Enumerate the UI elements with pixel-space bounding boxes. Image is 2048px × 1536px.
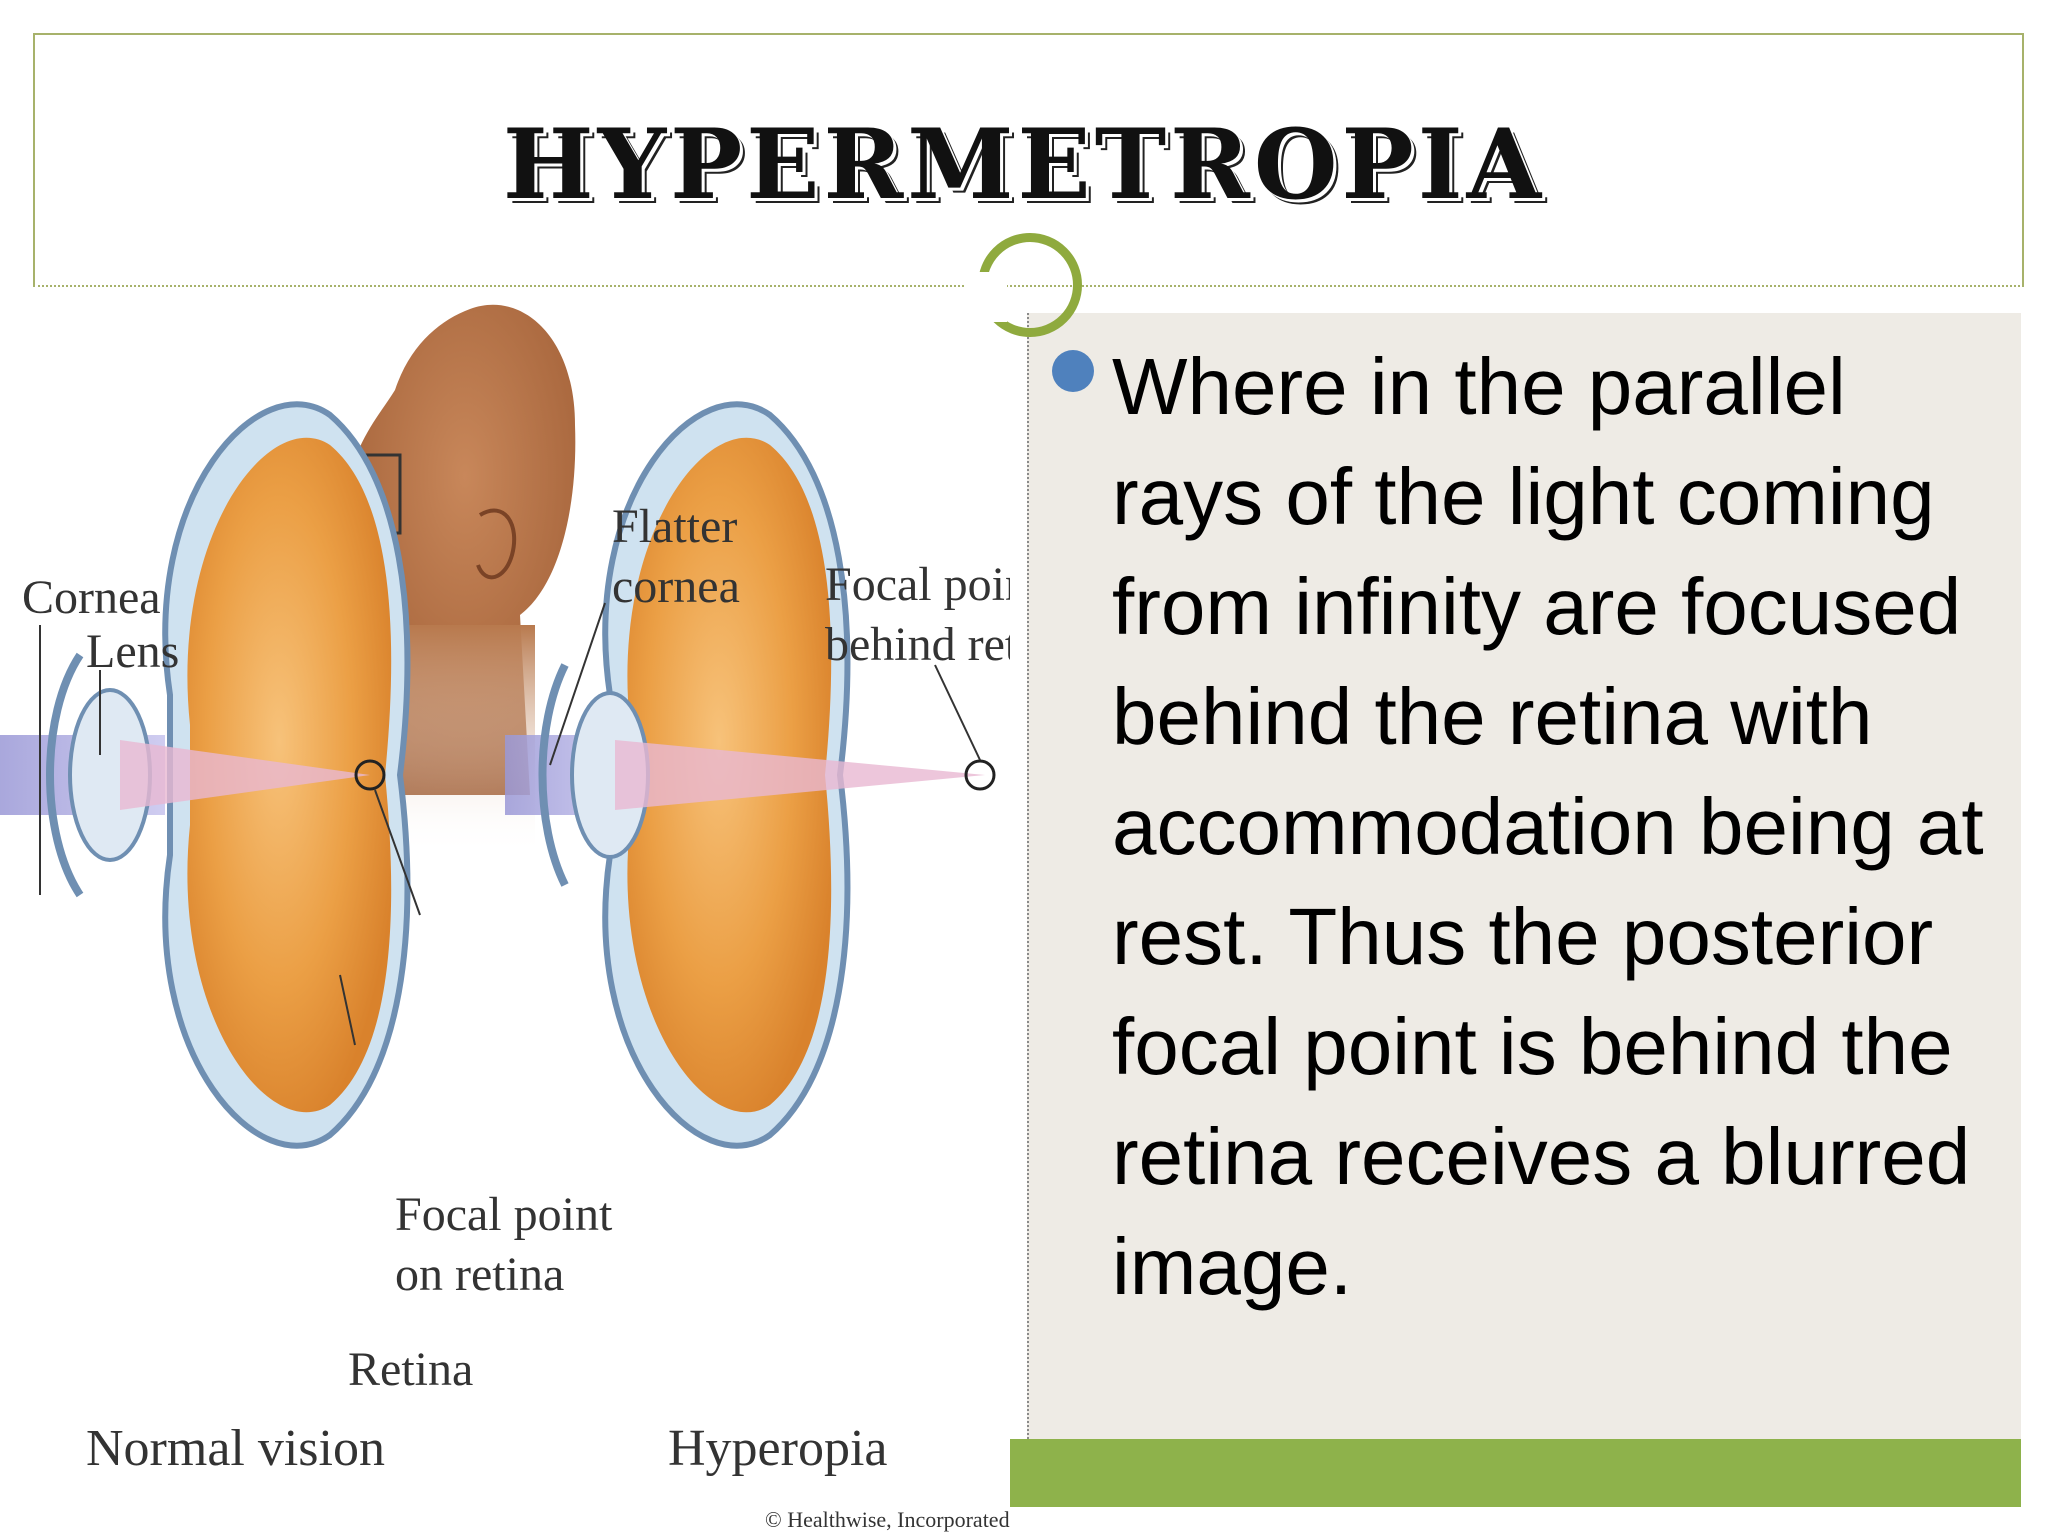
caption-normal-vision: Normal vision [86,1420,385,1477]
normal-light-cone [120,740,370,810]
eye-illustration: Cornea Lens Flatter cornea Focal point b… [0,304,1010,1532]
label-flatter-line1: Flatter [612,500,737,553]
label-retina: Retina [348,1343,473,1396]
label-focal-on-line2: on retina [395,1248,564,1301]
bullet-icon [1052,350,1094,392]
caption-hyperopia: Hyperopia [668,1420,887,1477]
label-cornea: Cornea [22,571,161,624]
label-focal-on-line1: Focal point [395,1188,613,1241]
hyperopia-eye [538,401,996,1149]
label-flatter-line2: cornea [612,560,740,613]
accent-bar [1010,1439,2021,1507]
label-focal-behind-line2: behind retina [825,618,1010,671]
title-frame [33,33,2024,285]
label-focal-behind-line1: Focal point [825,558,1010,611]
body-paragraph: Where in the parallel rays of the light … [1112,342,1984,1311]
slide-title: HYPERMETROPIA [502,108,1546,221]
text-panel [1027,313,2021,1439]
hyperopia-focal-marker [964,759,996,791]
label-lens: Lens [86,625,179,678]
normal-eye [46,401,411,1149]
credit-text: © Healthwise, Incorporated [765,1507,1010,1532]
hyperopia-light-cone [615,740,985,810]
leader-lines [39,602,981,1046]
ring-gap [965,272,1007,322]
normal-focal-marker [354,759,386,791]
